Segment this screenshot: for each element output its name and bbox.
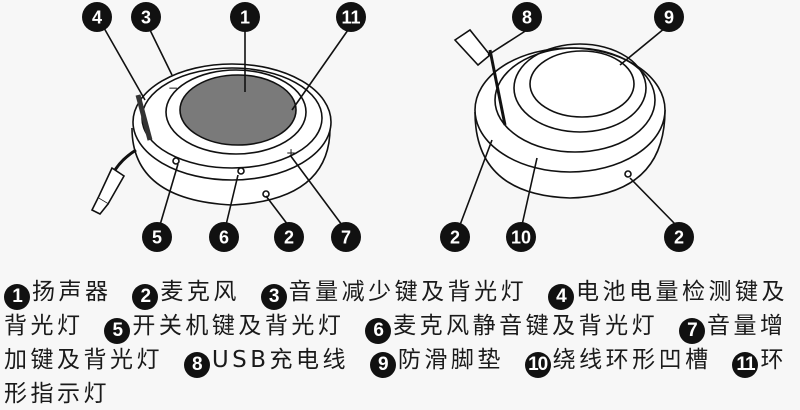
svg-text:10: 10 bbox=[511, 228, 531, 248]
number-badge: 9 bbox=[369, 352, 396, 378]
callout-10: 10 bbox=[506, 222, 536, 252]
callout-9: 9 bbox=[654, 2, 684, 32]
number-badge: 6 bbox=[365, 318, 392, 344]
svg-text:2: 2 bbox=[284, 228, 294, 248]
callout-11: 11 bbox=[336, 2, 366, 32]
number-badge: 2 bbox=[132, 284, 159, 310]
svg-text:8: 8 bbox=[522, 8, 532, 28]
svg-text:5: 5 bbox=[152, 228, 162, 248]
callout-2: 2 bbox=[440, 222, 470, 252]
callout-1: 1 bbox=[230, 2, 260, 32]
svg-text:3: 3 bbox=[141, 8, 151, 28]
callout-2: 2 bbox=[274, 222, 304, 252]
callout-7: 7 bbox=[331, 222, 361, 252]
svg-text:11: 11 bbox=[341, 8, 360, 28]
number-badge: 5 bbox=[104, 318, 131, 344]
callout-2: 2 bbox=[664, 222, 694, 252]
number-badge: 7 bbox=[678, 318, 705, 344]
legend-label: 音量减少键及背光灯 bbox=[288, 279, 528, 305]
legend-label: 防滑脚垫 bbox=[397, 347, 504, 373]
legend-label: 绕线环形凹槽 bbox=[552, 347, 712, 373]
svg-text:4: 4 bbox=[92, 8, 102, 28]
speakerphone-top-view: − + bbox=[90, 27, 349, 226]
callout-6: 6 bbox=[209, 222, 239, 252]
legend-label: 扬声器 bbox=[32, 279, 112, 305]
callout-8: 8 bbox=[512, 2, 542, 32]
number-badge: 10 bbox=[524, 352, 551, 378]
legend-label: 音量增加键及背光灯 bbox=[4, 313, 787, 373]
minus-marking: − bbox=[168, 81, 178, 95]
speakerphone-bottom-view bbox=[453, 27, 677, 226]
number-badge: 11 bbox=[732, 352, 759, 378]
legend-label: USB充电线 bbox=[211, 347, 350, 373]
number-badge: 1 bbox=[4, 284, 30, 310]
number-badge: 3 bbox=[260, 284, 287, 310]
svg-text:7: 7 bbox=[341, 228, 351, 248]
legend-label: 麦克风静音键及背光灯 bbox=[393, 313, 659, 339]
legend-label: 环形指示灯 bbox=[4, 347, 787, 407]
svg-text:2: 2 bbox=[450, 228, 460, 248]
legend-label: 电池电量检测键及背光灯 bbox=[4, 279, 788, 339]
legend-label: 麦克风 bbox=[160, 279, 240, 305]
callout-3: 3 bbox=[131, 2, 161, 32]
number-badge: 4 bbox=[547, 284, 574, 310]
svg-text:6: 6 bbox=[219, 228, 229, 248]
svg-text:1: 1 bbox=[240, 8, 250, 28]
callout-4: 4 bbox=[82, 2, 112, 32]
legend-label: 开关机键及背光灯 bbox=[132, 313, 345, 339]
number-badge: 8 bbox=[183, 352, 210, 378]
plus-marking: + bbox=[286, 146, 296, 160]
svg-text:9: 9 bbox=[664, 8, 674, 28]
svg-text:2: 2 bbox=[674, 228, 684, 248]
callout-5: 5 bbox=[142, 222, 172, 252]
